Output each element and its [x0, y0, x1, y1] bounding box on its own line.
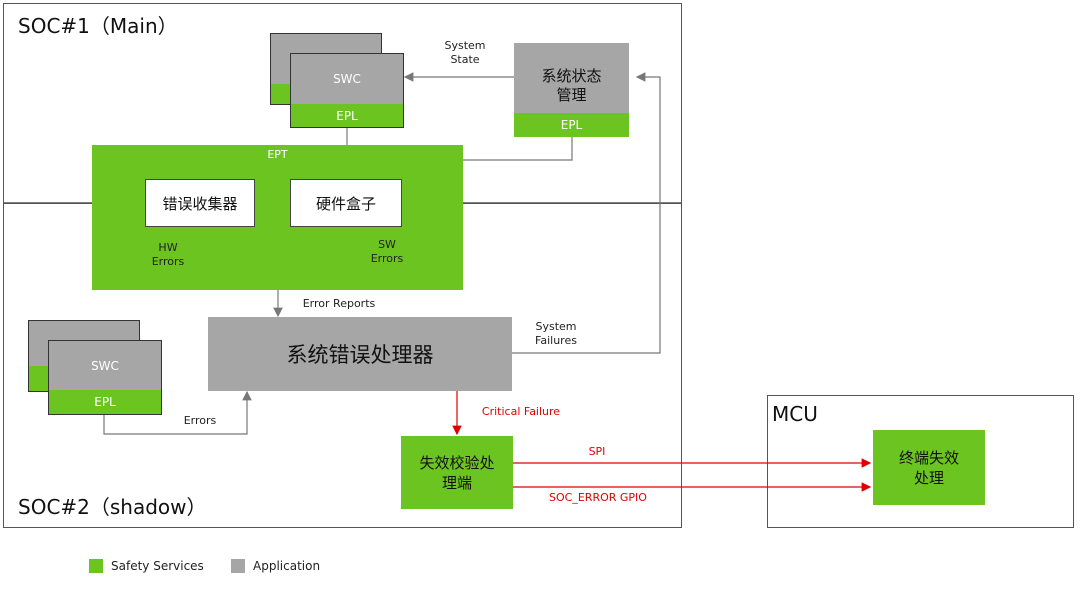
error-collector-box: 错误收集器: [145, 179, 255, 227]
legend-application-swatch: [231, 559, 245, 573]
state-mgmt-label: 系统状态 管理: [541, 67, 602, 104]
state-mgmt-epl: EPL: [514, 113, 629, 137]
critical-failure-label: Critical Failure: [481, 405, 561, 418]
error-reports-label: Error Reports: [302, 297, 376, 310]
swc-top-epl: EPL: [291, 104, 403, 127]
swc-bottom-epl: EPL: [49, 390, 161, 414]
soc1-title: SOC#1（Main）: [18, 14, 178, 38]
swc-bottom-label: SWC: [49, 341, 161, 390]
hardware-box: 硬件盒子: [290, 179, 402, 227]
ept-label: EPT: [267, 148, 288, 161]
soc1-frame: [3, 3, 682, 205]
sw-errors-label: SW Errors: [370, 238, 404, 265]
mcu-title: MCU: [772, 402, 818, 426]
errors-label: Errors: [183, 414, 217, 427]
swc-top-card: SWC EPL: [290, 53, 404, 128]
swc-top-label: SWC: [291, 54, 403, 104]
soc-error-gpio-label: SOC_ERROR GPIO: [549, 491, 647, 504]
hw-errors-label: HW Errors: [151, 241, 185, 268]
spi-label: SPI: [588, 445, 606, 458]
state-mgmt-block: 系统状态 管理 EPL: [514, 43, 629, 137]
system-state-label: System State: [444, 39, 486, 66]
swc-bottom-card: SWC EPL: [48, 340, 162, 415]
terminal-failure-handler: 终端失效 处理: [873, 430, 985, 505]
soc2-title: SOC#2（shadow）: [18, 495, 207, 519]
legend-safety-label: Safety Services: [111, 559, 204, 573]
system-error-handler: 系统错误处理器: [208, 317, 512, 391]
system-failures-label: System Failures: [535, 320, 577, 347]
mcu-frame: [767, 395, 1074, 528]
legend-application-label: Application: [253, 559, 321, 573]
legend-safety-swatch: [89, 559, 103, 573]
failure-check-handler: 失效校验处 理端: [401, 436, 513, 509]
